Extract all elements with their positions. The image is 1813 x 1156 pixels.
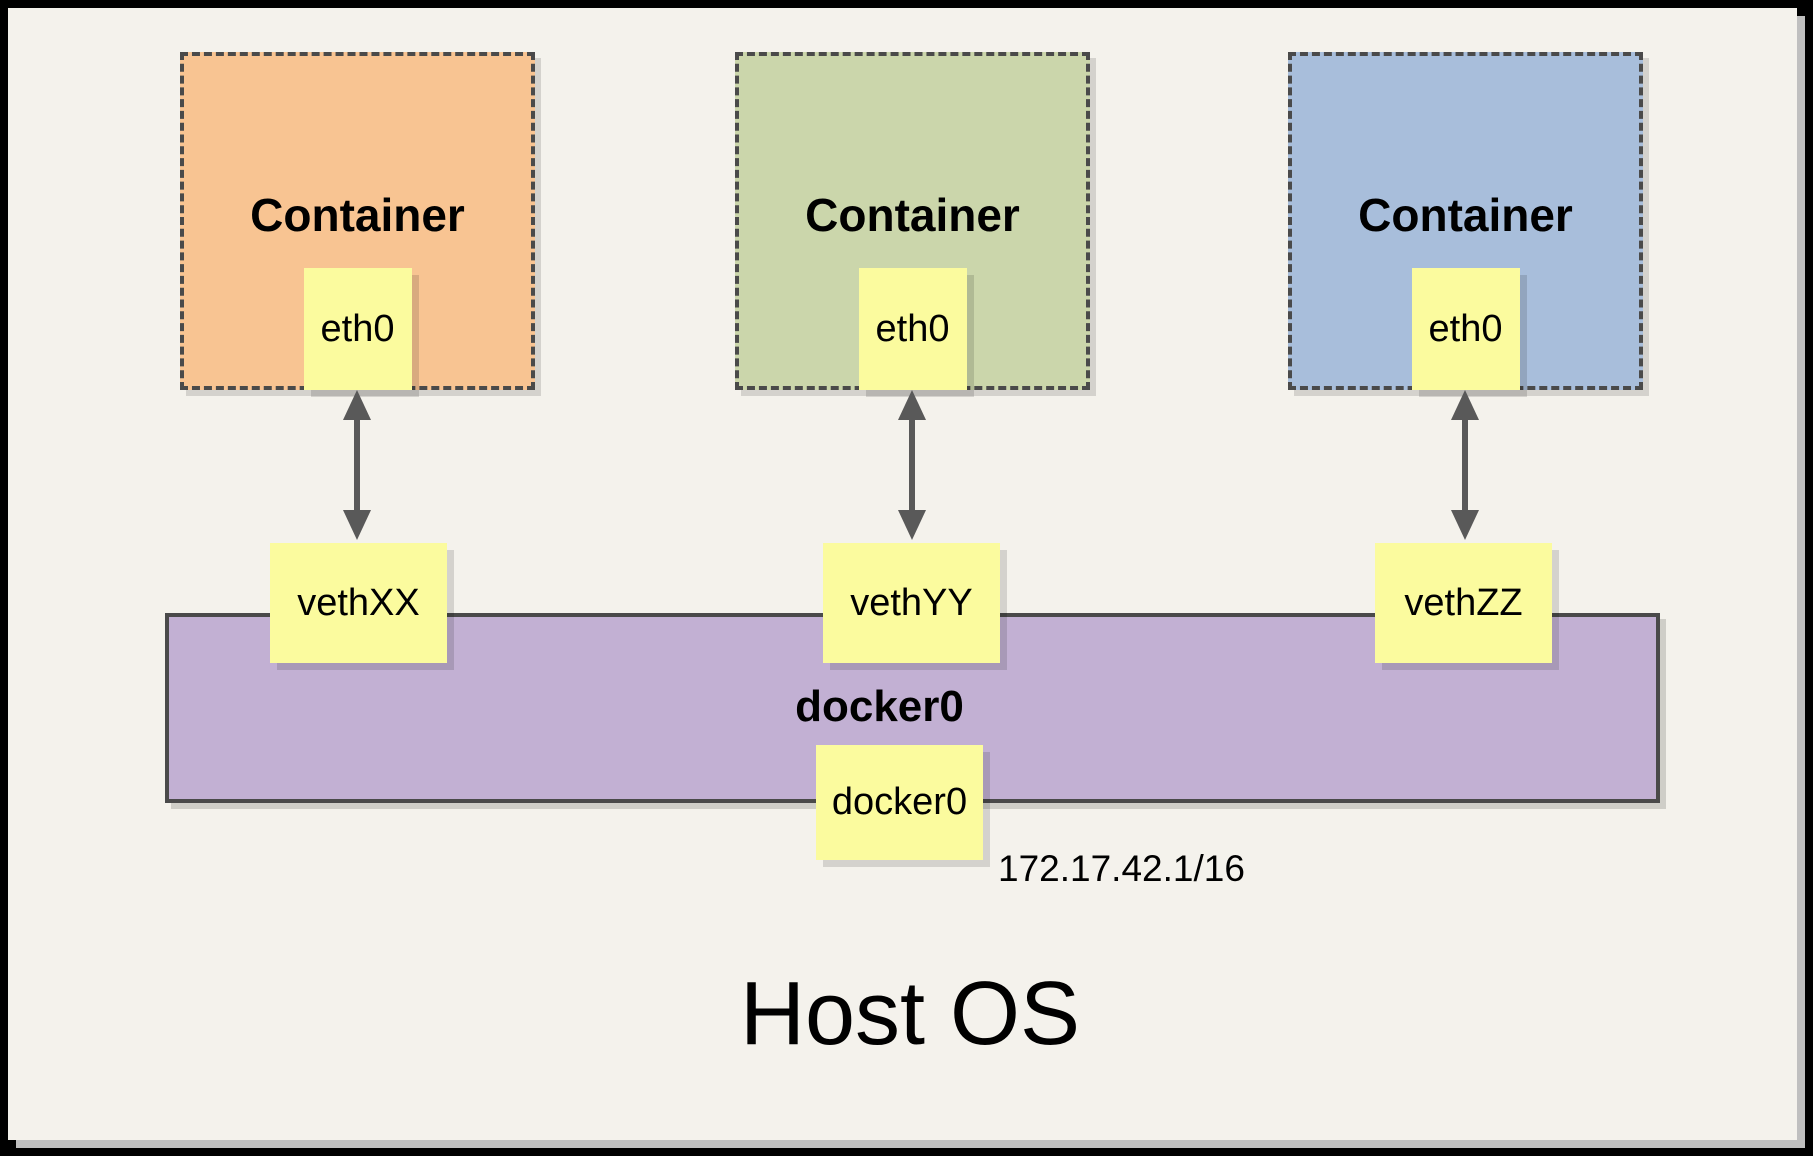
host-os-panel: Container eth0 Container eth0 Container … (8, 8, 1797, 1140)
veth-label: vethYY (850, 581, 973, 624)
eth0-label: eth0 (320, 307, 395, 350)
container-box-3: Container eth0 (1288, 52, 1643, 390)
container-label: Container (805, 189, 1020, 241)
docker0-interface-label: docker0 (831, 781, 968, 823)
veth-label: vethZZ (1404, 581, 1523, 624)
container-box-1: Container eth0 (180, 52, 535, 390)
eth0-box-2: eth0 (858, 268, 967, 390)
container-box-2: Container eth0 (735, 52, 1090, 390)
bridge-ip-label: 172.17.42.1/16 (998, 848, 1245, 889)
host-os-label: Host OS (739, 964, 1081, 1064)
eth0-label: eth0 (875, 307, 950, 350)
veth-label: vethXX (297, 581, 420, 624)
double-arrow-icon (343, 390, 371, 540)
container-label: Container (250, 189, 465, 241)
vethyy-box: vethYY (823, 543, 1000, 663)
eth0-label: eth0 (1428, 307, 1503, 350)
double-arrow-icon (1451, 390, 1479, 540)
docker0-interface-box: docker0 (816, 745, 983, 860)
vethzz-box: vethZZ (1375, 543, 1552, 663)
container-label: Container (1358, 189, 1573, 241)
double-arrow-icon (898, 390, 926, 540)
docker0-bridge-label: docker0 (795, 682, 964, 731)
eth0-box-3: eth0 (1411, 268, 1520, 390)
eth0-box-1: eth0 (303, 268, 412, 390)
vethxx-box: vethXX (270, 543, 447, 663)
